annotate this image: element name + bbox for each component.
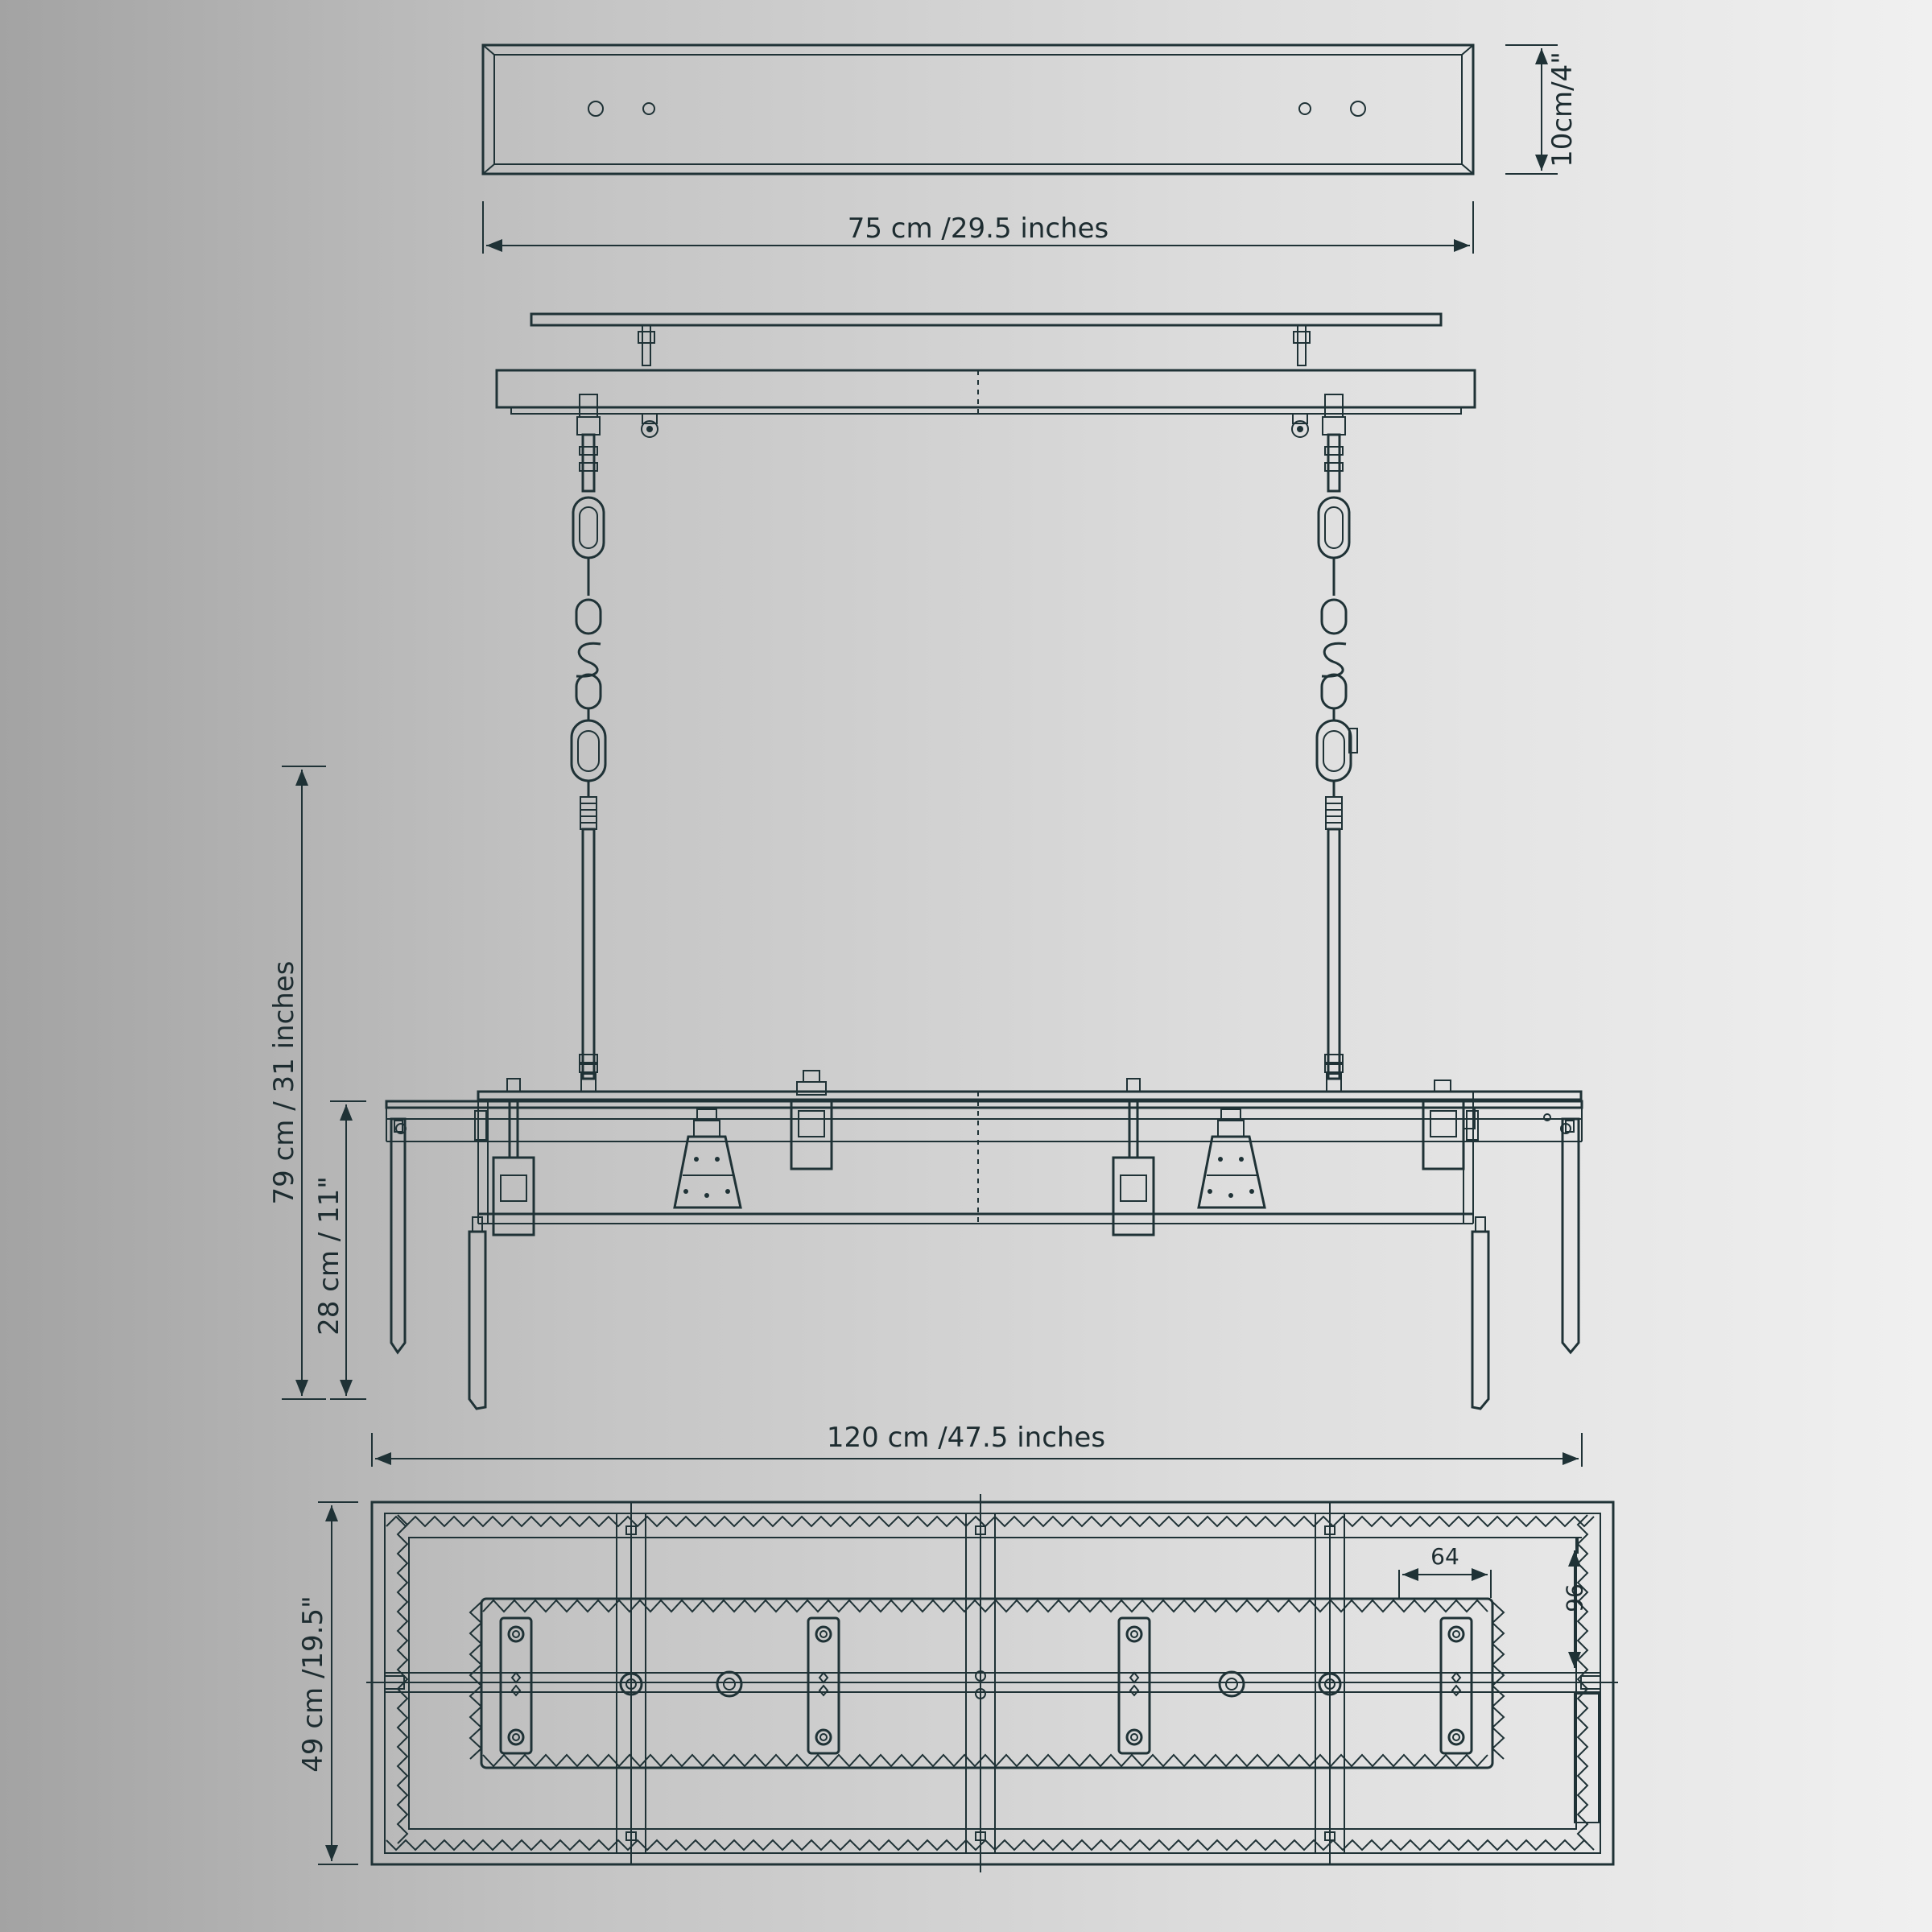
mount-bolt [1293, 324, 1311, 366]
left-chain-assembly [570, 394, 607, 1092]
main-frame [385, 1090, 1583, 1224]
body-depth-dimension: 49 cm /19.5" [297, 1501, 358, 1865]
crystal-blade [1561, 1117, 1580, 1355]
right-chain-assembly [1315, 394, 1358, 1092]
mount-plate [499, 1616, 533, 1755]
clamp-block [1112, 1078, 1155, 1236]
body-height-dimension: 28 cm / 11" [313, 1100, 366, 1400]
chain-link [575, 598, 602, 635]
suspension-rod [1327, 828, 1341, 1080]
canopy-top-view [481, 43, 1475, 175]
chain-link [575, 673, 602, 710]
body-depth-label: 49 cm /19.5" [297, 1596, 329, 1773]
crystal-edge [386, 1515, 1595, 1528]
overall-height-label: 79 cm / 31 inches [268, 961, 300, 1205]
detail-width-dimension: 64 [1398, 1543, 1492, 1598]
body-width-dimension: 120 cm /47.5 inches [371, 1422, 1583, 1467]
socket-disc [619, 1670, 1342, 1699]
crystal-blade [1471, 1216, 1490, 1410]
mount-hole [1350, 101, 1366, 117]
bottom-plan-view: 64 96 [366, 1494, 1618, 1872]
inner-crystal-edge [482, 1599, 1488, 1613]
chain-link [1320, 673, 1348, 710]
body-width-label: 120 cm /47.5 inches [827, 1422, 1105, 1454]
mount-hole [1298, 102, 1311, 115]
beam-marks [625, 1525, 1600, 1841]
canopy-width-label: 75 cm /29.5 inches [848, 213, 1109, 245]
inner-crystal-edge [1491, 1601, 1505, 1760]
mount-bolt [638, 324, 655, 366]
canopy-width-dimension: 75 cm /29.5 inches [482, 201, 1474, 254]
light-socket [673, 1108, 742, 1209]
body-height-label: 28 cm / 11" [313, 1176, 345, 1335]
mount-plate [1117, 1616, 1151, 1755]
overall-height-dimension: 79 cm / 31 inches [268, 766, 326, 1400]
mount-plate [807, 1616, 840, 1755]
canopy-hook [641, 413, 658, 438]
chain-link [1320, 598, 1348, 635]
side-elevation [385, 312, 1583, 1410]
canopy-height-label: 10cm/4" [1546, 52, 1579, 167]
mount-hole [642, 102, 655, 115]
canopy-height-dimension: 10cm/4" [1505, 44, 1579, 175]
mount-plate [1439, 1616, 1473, 1755]
inner-frame [480, 1597, 1494, 1769]
suspension-rod [581, 828, 596, 1080]
light-socket [1197, 1108, 1266, 1209]
clamp-block [790, 1070, 833, 1170]
canopy-hook [1291, 413, 1309, 438]
crystal-edge [396, 1514, 409, 1844]
inner-crystal-edge [482, 1753, 1488, 1768]
crystal-edge [386, 1839, 1595, 1852]
crystal-edge [1576, 1514, 1589, 1844]
mount-hole [588, 101, 604, 117]
detail-width-label: 64 [1430, 1543, 1459, 1570]
crystal-blade [468, 1216, 487, 1410]
detail-height-label: 96 [1561, 1583, 1587, 1612]
clamp-block [492, 1078, 535, 1236]
crystal-blade [390, 1117, 407, 1355]
clamp-block [1422, 1080, 1476, 1170]
inner-crystal-edge [469, 1601, 483, 1760]
detail-height-dimension: 96 [1561, 1550, 1587, 1668]
side-bracket [395, 1110, 1571, 1141]
